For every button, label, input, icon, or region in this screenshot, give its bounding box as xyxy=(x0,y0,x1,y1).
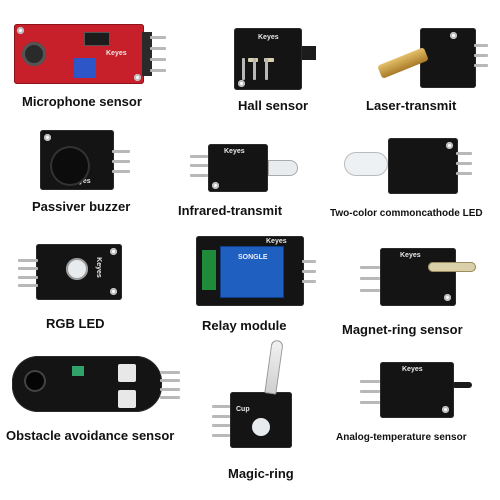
pins xyxy=(360,376,380,408)
pins xyxy=(18,256,38,290)
silk-text: Cup xyxy=(236,406,250,413)
silk-text: Keyes xyxy=(402,366,423,373)
pins xyxy=(456,148,472,178)
label-obstacle-avoidance: Obstacle avoidance sensor xyxy=(6,428,175,443)
pins xyxy=(150,32,166,76)
pins xyxy=(212,402,230,440)
microphone-capsule-icon xyxy=(22,42,46,66)
relay-brand: SONGLE xyxy=(238,254,268,261)
potentiometer-icon xyxy=(118,364,136,382)
led-icon xyxy=(252,418,270,436)
mount-hole xyxy=(442,406,449,413)
magnet-board: Keyes xyxy=(380,248,456,306)
reed-switch-icon xyxy=(428,262,476,272)
label-hall-sensor: Hall sensor xyxy=(238,98,309,113)
pins xyxy=(190,152,208,180)
mount-hole xyxy=(238,80,245,87)
label-microphone-sensor: Microphone sensor xyxy=(22,94,142,109)
mount-hole xyxy=(44,134,51,141)
magic-ring-board: Cup xyxy=(230,392,292,448)
label-two-color-led: Two-color commoncathode LED xyxy=(330,208,483,219)
resistor xyxy=(264,58,274,62)
resistor xyxy=(248,58,258,62)
silk-text: Keyes xyxy=(258,34,279,41)
mount-hole xyxy=(212,182,219,189)
mount-hole xyxy=(446,142,453,149)
bicolor-led-icon xyxy=(344,152,388,176)
terminal-block xyxy=(202,250,216,290)
hall-sensor-chip-icon xyxy=(302,46,316,60)
silk-text: Keyes xyxy=(94,257,102,278)
label-passiver-buzzer: Passiver buzzer xyxy=(32,199,131,214)
pins xyxy=(302,256,316,286)
rgb-led-icon xyxy=(66,258,88,280)
label-magnet-ring: Magnet-ring sensor xyxy=(342,322,463,337)
ir-emitter-icon xyxy=(24,370,46,392)
label-rgb-led: RGB LED xyxy=(46,316,105,331)
mount-hole xyxy=(450,32,457,39)
pins xyxy=(474,40,488,70)
laser-board xyxy=(420,28,476,88)
mount-hole xyxy=(17,27,24,34)
temperature-board: Keyes xyxy=(380,362,454,418)
mercury-tilt-switch-icon xyxy=(264,339,284,395)
silk-text: Keyes xyxy=(266,238,287,245)
mount-hole xyxy=(134,74,141,81)
label-relay-module: Relay module xyxy=(202,318,287,333)
silk-text: Keyes xyxy=(224,148,245,155)
label-infrared-transmit: Infrared-transmit xyxy=(178,203,283,218)
mount-hole xyxy=(110,248,117,255)
label-analog-temperature: Analog-temperature sensor xyxy=(336,432,467,443)
buzzer-icon xyxy=(50,146,90,186)
pins xyxy=(238,58,272,80)
microphone-board: Keyes xyxy=(14,24,144,84)
pins xyxy=(112,146,130,176)
label-laser-transmit: Laser-transmit xyxy=(366,98,457,113)
obstacle-board xyxy=(12,356,162,412)
pin-header xyxy=(142,32,152,76)
mount-hole xyxy=(110,288,117,295)
pins xyxy=(160,368,180,402)
relay-icon: SONGLE xyxy=(220,246,284,298)
hall-board: Keyes xyxy=(234,28,302,90)
ir-board: Keyes xyxy=(208,144,268,192)
pins xyxy=(360,262,380,296)
thermistor-icon xyxy=(452,382,472,388)
ir-led-icon xyxy=(268,160,298,176)
potentiometer-icon xyxy=(74,58,96,78)
led-icon xyxy=(72,366,84,376)
silk-text: Keyes xyxy=(106,50,127,57)
mount-hole xyxy=(444,294,451,301)
label-magic-ring: Magic-ring xyxy=(228,466,294,481)
two-color-board xyxy=(388,138,458,194)
silk-text: Keyes xyxy=(400,252,421,259)
comparator-chip xyxy=(84,32,110,46)
potentiometer-icon xyxy=(118,390,136,408)
